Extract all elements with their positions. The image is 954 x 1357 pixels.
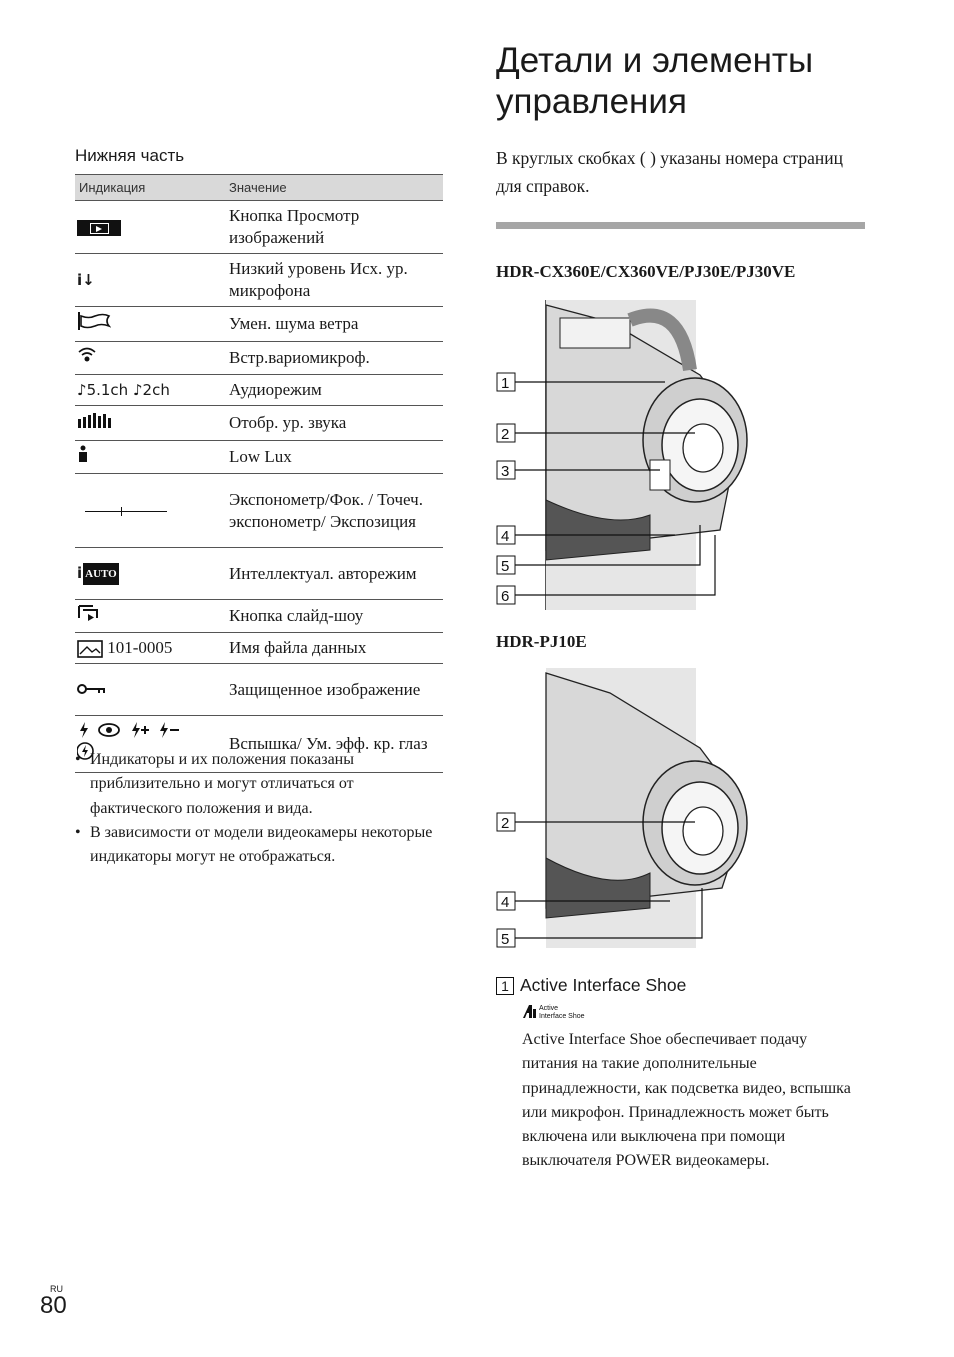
page-number: 80 xyxy=(40,1292,67,1319)
low-mic-level-icon: ⅰ↓ xyxy=(77,271,95,289)
row-meaning: Аудиорежим xyxy=(225,374,443,406)
protect-key-icon xyxy=(77,683,105,694)
svg-text:Interface Shoe: Interface Shoe xyxy=(539,1013,585,1020)
auto-badge: AUTO xyxy=(83,563,119,586)
table-row: Отобр. ур. звука xyxy=(75,405,443,441)
table-header-row: Индикация Значение xyxy=(75,174,443,201)
notes-list: Индикаторы и их положения показаны прибл… xyxy=(75,748,445,869)
wind-noise-icon xyxy=(78,312,112,330)
audio-mode-icon: ♪5.1ch ♪2ch xyxy=(77,381,170,399)
section-title: Нижняя часть xyxy=(75,146,185,165)
section-divider xyxy=(496,222,865,229)
callout-2: 2 xyxy=(501,815,509,832)
row-meaning: Отобр. ур. звука xyxy=(225,405,443,441)
table-row: ⅰ↓ Низкий уровень Исх. ур. микрофона xyxy=(75,253,443,307)
intro-text: В круглых скобках ( ) указаны номера стр… xyxy=(496,148,843,196)
row-meaning: Кнопка слайд-шоу xyxy=(225,599,443,633)
table-row: 101-0005 Имя файла данных xyxy=(75,632,443,664)
row-meaning: Низкий уровень Исх. ур. микрофона xyxy=(225,253,443,307)
row-meaning: Умен. шума ветра xyxy=(225,306,443,342)
callout-3: 3 xyxy=(501,463,509,480)
active-interface-shoe-logo: Active Interface Shoe xyxy=(522,1002,588,1025)
file-name-icon xyxy=(77,640,103,658)
row-meaning: Встр.вариомикроф. xyxy=(225,341,443,375)
header-indicator: Индикация xyxy=(75,174,225,201)
table-row: Экспонометр/Фок. / Точеч. экспонометр/ Э… xyxy=(75,473,443,548)
table-row: Встр.вариомикроф. xyxy=(75,341,443,375)
callout-1: 1 xyxy=(501,375,509,392)
item-number-box: 1 xyxy=(496,977,514,996)
callout-6: 6 xyxy=(501,588,509,605)
item-1-heading: 1 Active Interface Shoe xyxy=(496,975,686,996)
file-number: 101-0005 xyxy=(107,638,173,657)
table-row: Low Lux xyxy=(75,440,443,474)
item-1-title: Active Interface Shoe xyxy=(520,975,687,995)
table-row: Кнопка Просмотр изображений xyxy=(75,200,443,254)
page-title: Детали и элементы управления xyxy=(496,41,814,121)
callout-5: 5 xyxy=(501,558,509,575)
table-row: Кнопка слайд-шоу xyxy=(75,599,443,633)
playback-button-icon xyxy=(77,220,121,237)
model-heading: HDR-CX360E/CX360VE/PJ30E/PJ30VE xyxy=(496,262,796,281)
row-meaning: Защищенное изображение xyxy=(225,663,443,716)
table-row: ♪5.1ch ♪2ch Аудиорежим xyxy=(75,374,443,406)
language-code: RU xyxy=(50,1284,63,1294)
intelligent-auto-icon: i xyxy=(77,563,83,582)
audio-level-icon xyxy=(78,413,111,428)
indicator-table: Индикация Значение Кнопка Просмотр изобр… xyxy=(75,174,443,773)
list-item: В зависимости от модели видеокамеры неко… xyxy=(75,821,445,870)
camcorder-figure-2: 2 4 5 xyxy=(496,668,748,948)
zoom-mic-icon xyxy=(78,347,96,362)
row-meaning: Имя файла данных xyxy=(225,632,443,664)
item-1-description: Active Interface Shoe обеспечивает подач… xyxy=(522,1031,851,1170)
model-heading: HDR-PJ10E xyxy=(496,632,587,651)
slideshow-icon xyxy=(78,605,98,621)
row-meaning: Экспонометр/Фок. / Точеч. экспонометр/ Э… xyxy=(225,473,443,548)
header-meaning: Значение xyxy=(225,174,443,201)
callout-2: 2 xyxy=(501,426,509,443)
list-item: Индикаторы и их положения показаны прибл… xyxy=(75,748,445,821)
callout-5: 5 xyxy=(501,931,509,948)
row-meaning: Кнопка Просмотр изображений xyxy=(225,200,443,254)
exposure-meter-icon xyxy=(85,507,167,517)
callout-4: 4 xyxy=(501,894,509,911)
camcorder-figure-1: 1 2 3 4 5 6 xyxy=(496,300,748,610)
svg-text:Active: Active xyxy=(539,1005,558,1012)
table-row: Защищенное изображение xyxy=(75,663,443,716)
row-meaning: Интеллектуал. авторежим xyxy=(225,547,443,600)
low-lux-icon xyxy=(79,445,87,462)
shoe-logo-icon: Active Interface Shoe xyxy=(523,1005,585,1020)
row-meaning: Low Lux xyxy=(225,440,443,474)
table-row: Умен. шума ветра xyxy=(75,306,443,342)
callout-4: 4 xyxy=(501,528,509,545)
